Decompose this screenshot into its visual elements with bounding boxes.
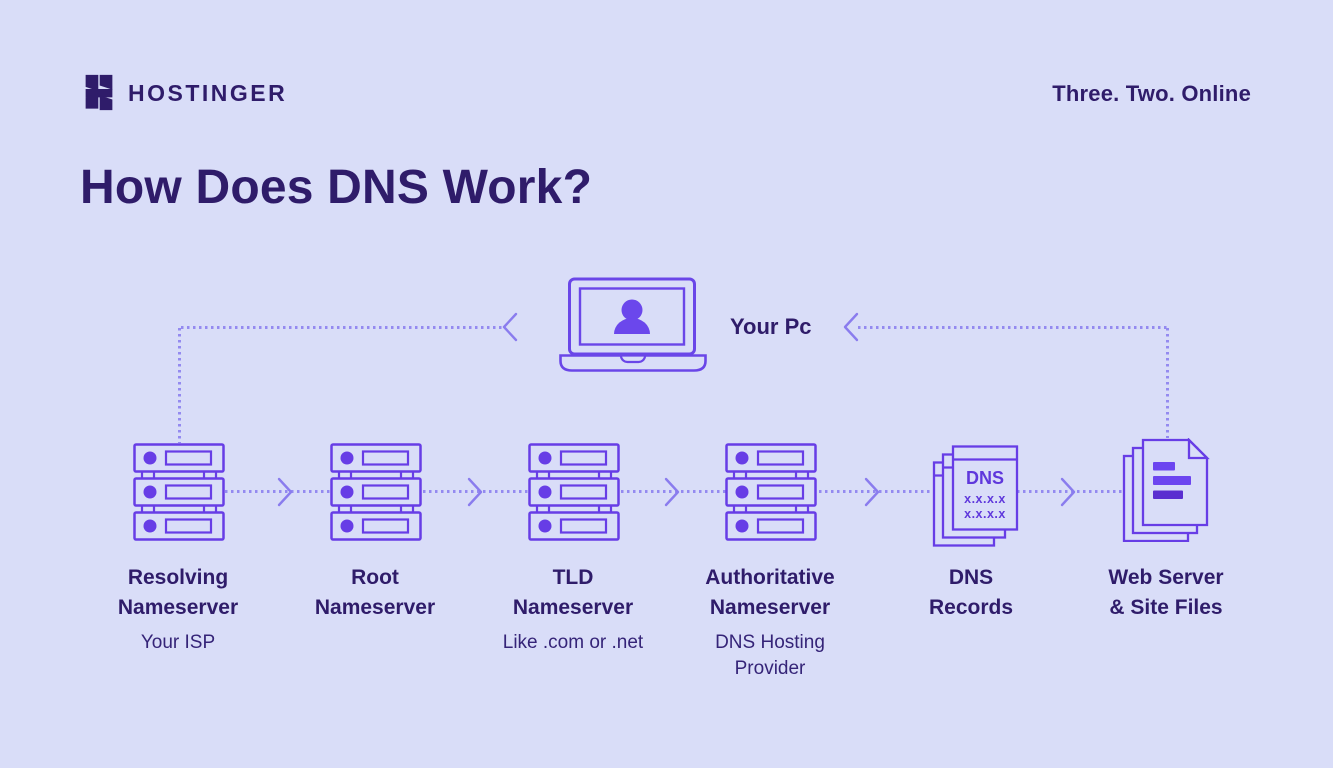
- web-site-files-icon: [1122, 438, 1210, 542]
- server-icon-tld: [528, 443, 620, 541]
- arrow-right-icon: [467, 477, 483, 507]
- brand-name: HOSTINGER: [128, 80, 288, 106]
- connector-pc-to-resolver-horizontal: [181, 326, 503, 329]
- node-label-web-server: Web Server& Site Files: [1056, 563, 1276, 623]
- server-icon-authoritative: [725, 443, 817, 541]
- dns-records-icon: DNS x.x.x.x x.x.x.x: [932, 445, 1019, 547]
- node-title: Web Server& Site Files: [1108, 566, 1224, 619]
- connector-webserver-to-pc-horizontal: [858, 326, 1168, 329]
- document-text-lines: [1153, 462, 1191, 499]
- arrow-right-icon: [864, 477, 880, 507]
- dns-doc-heading: DNS: [966, 468, 1004, 488]
- page-title: How Does DNS Work?: [80, 161, 593, 214]
- arrow-right-icon: [277, 477, 293, 507]
- dns-doc-value: x.x.x.x: [964, 492, 1006, 506]
- arrow-left-icon: [502, 312, 518, 342]
- hostinger-logo-icon: [85, 74, 113, 111]
- arrow-right-icon: [1060, 477, 1076, 507]
- arrow-right-icon: [664, 477, 680, 507]
- brand-tagline: Three. Two. Online: [1052, 81, 1251, 106]
- connector-lookup-chain: [225, 490, 1125, 493]
- laptop-icon: [559, 277, 707, 372]
- node-subtitle: Your ISP: [140, 632, 216, 653]
- user-icon: [614, 299, 650, 334]
- connector-pc-to-resolver-vertical: [178, 328, 181, 443]
- your-pc-label: Your Pc: [730, 314, 812, 339]
- dns-doc-value: x.x.x.x: [964, 507, 1006, 521]
- node-subtitle: Like .com or .net: [502, 632, 644, 653]
- server-icon-resolving: [133, 443, 225, 541]
- connector-webserver-to-pc-vertical: [1166, 328, 1169, 438]
- arrow-left-icon: [843, 312, 859, 342]
- server-icon-root: [330, 443, 422, 541]
